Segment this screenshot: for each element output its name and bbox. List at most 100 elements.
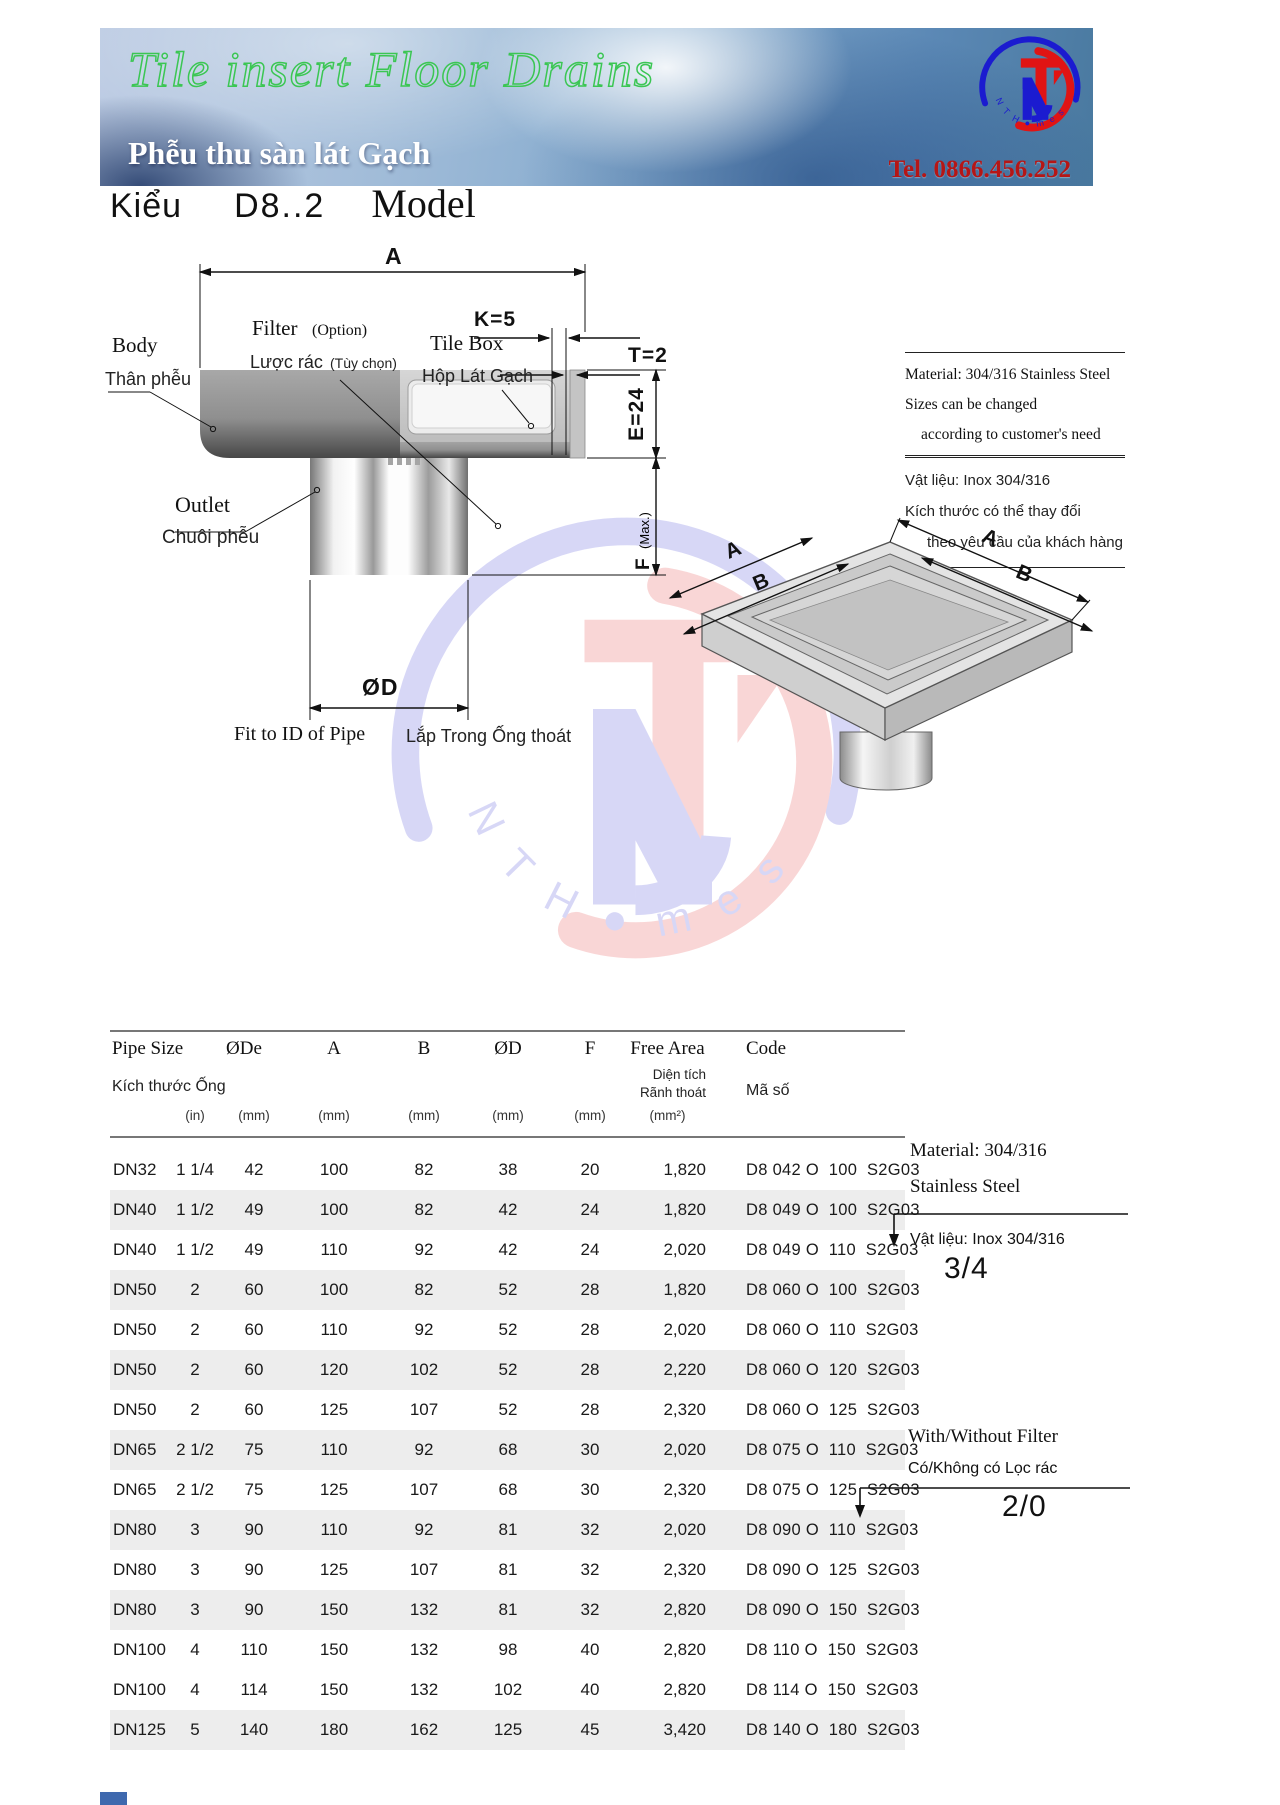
cell-a: 100 (319, 1280, 349, 1299)
cell-dn: DN100 (113, 1640, 166, 1659)
cell-dn: DN80 (113, 1560, 157, 1579)
filter-option-label-vi: (Tùy chọn) (330, 355, 397, 371)
isometric-drawing: A B A B (668, 517, 1094, 791)
cell-inch: 4 (190, 1640, 200, 1659)
cell-f: 45 (580, 1720, 600, 1739)
cell-dn: DN65 (113, 1480, 157, 1499)
cell-f: 40 (580, 1640, 600, 1659)
cell-code: D8 140 O 180 S2G03 (746, 1720, 920, 1739)
cell-ode: 60 (244, 1320, 264, 1339)
cell-f: 28 (580, 1360, 600, 1379)
cell-b: 92 (414, 1320, 434, 1339)
cell-a: 150 (319, 1640, 349, 1659)
outlet-cylinder-shape (310, 458, 468, 575)
cell-code: D8 060 O 120 S2G03 (746, 1360, 920, 1379)
cell-area: 2,320 (663, 1400, 706, 1419)
cell-area: 1,820 (663, 1160, 706, 1179)
cell-inch: 1 1/2 (176, 1200, 214, 1219)
body-label-vi: Thân phễu (105, 368, 191, 389)
cell-area: 2,020 (663, 1320, 706, 1339)
cell-f: 24 (580, 1240, 600, 1259)
cell-dn: DN65 (113, 1440, 157, 1459)
tilebox-label-vi: Hộp Lát Gạch (422, 366, 533, 386)
cell-a: 125 (319, 1560, 349, 1579)
cell-b: 102 (409, 1360, 439, 1379)
svg-text:F (Max.): F (Max.) (633, 512, 654, 570)
note-material-arrow (889, 1213, 1128, 1247)
note-filter-en: With/Without Filter (908, 1426, 1058, 1447)
table-header: Pipe Size ØDe A B ØD F Free Area Code Kí… (110, 1032, 905, 1138)
cell-dn: DN50 (113, 1280, 157, 1299)
cell-f: 30 (580, 1480, 600, 1499)
cell-ode: 49 (244, 1200, 264, 1219)
cell-dn: DN40 (113, 1200, 157, 1219)
spec-vi-2: Kích thước có thể thay đổi (905, 503, 1081, 520)
cell-inch: 3 (190, 1560, 200, 1579)
col-free-area: Free Area (630, 1038, 705, 1059)
cell-inch: 2 (190, 1280, 200, 1299)
cell-a: 110 (320, 1440, 348, 1459)
cell-code: D8 075 O 110 S2G03 (746, 1440, 919, 1459)
cell-od: 81 (498, 1600, 518, 1619)
cell-f: 32 (580, 1560, 600, 1579)
cell-f: 24 (580, 1200, 600, 1219)
dim-f-label: F (633, 557, 654, 570)
cell-code: D8 060 O 100 S2G03 (746, 1280, 920, 1299)
note-filter-choice: 2/0 (1002, 1490, 1047, 1523)
cell-dn: DN80 (113, 1520, 157, 1539)
cell-inch: 2 1/2 (176, 1480, 214, 1499)
cell-od: 125 (493, 1720, 523, 1739)
model-code: D8..2 (234, 187, 326, 225)
outlet-label-vi: Chuôi phễu (162, 526, 259, 548)
cell-b: 92 (414, 1440, 434, 1459)
col-free-area-vi: Diện tích Rãnh thoát (610, 1066, 706, 1101)
header-banner: Tile insert Floor Drains Phễu thu sàn lá… (100, 28, 1093, 186)
cell-inch: 2 1/2 (176, 1440, 214, 1459)
cell-area: 2,020 (663, 1440, 706, 1459)
cell-dn: DN32 (113, 1160, 157, 1179)
dim-e-label: E=24 (625, 387, 648, 441)
cell-f: 32 (580, 1600, 600, 1619)
cell-ode: 49 (244, 1240, 264, 1259)
cell-od: 68 (498, 1440, 518, 1459)
col-b: B (417, 1038, 431, 1059)
unit-in: (in) (185, 1108, 205, 1123)
cell-inch: 2 (190, 1360, 200, 1379)
nt-homes-logo-icon (975, 30, 1085, 140)
col-od: ØD (494, 1038, 522, 1059)
cell-code: D8 042 O 100 S2G03 (746, 1160, 920, 1179)
cell-area: 2,320 (663, 1560, 706, 1579)
dim-od-label: ØD (362, 674, 399, 700)
cell-b: 82 (414, 1200, 434, 1219)
cell-b: 92 (414, 1520, 434, 1539)
filter-label-vi: Lược rác (250, 352, 323, 372)
cell-od: 102 (493, 1680, 523, 1699)
unit-mm-ode: (mm) (238, 1108, 270, 1123)
cell-dn: DN50 (113, 1360, 157, 1379)
col-pipe-size: Pipe Size (112, 1038, 184, 1059)
spec-en-1: Material: 304/316 Stainless Steel (905, 366, 1111, 383)
cell-b: 92 (414, 1240, 434, 1259)
page-footer-mark (100, 1792, 127, 1805)
fit-label-vi: Lắp Trong Ống thoát (406, 725, 571, 746)
note-filter-arrow (855, 1487, 1130, 1518)
filter-option-label: (Option) (312, 322, 367, 339)
fit-label-en: Fit to ID of Pipe (234, 723, 365, 745)
unit-mm-od: (mm) (492, 1108, 524, 1123)
note-filter-vi: Có/Không có Lọc rác (908, 1460, 1058, 1477)
unit-mm-b: (mm) (408, 1108, 440, 1123)
cell-a: 100 (319, 1160, 349, 1179)
unit-mm2: (mm²) (649, 1108, 686, 1123)
cell-ode: 75 (244, 1440, 264, 1459)
free-area-vi-line1: Diện tích (652, 1067, 706, 1082)
cell-b: 107 (409, 1560, 439, 1579)
cell-a: 110 (320, 1240, 348, 1259)
filter-label-en: Filter (252, 316, 298, 340)
